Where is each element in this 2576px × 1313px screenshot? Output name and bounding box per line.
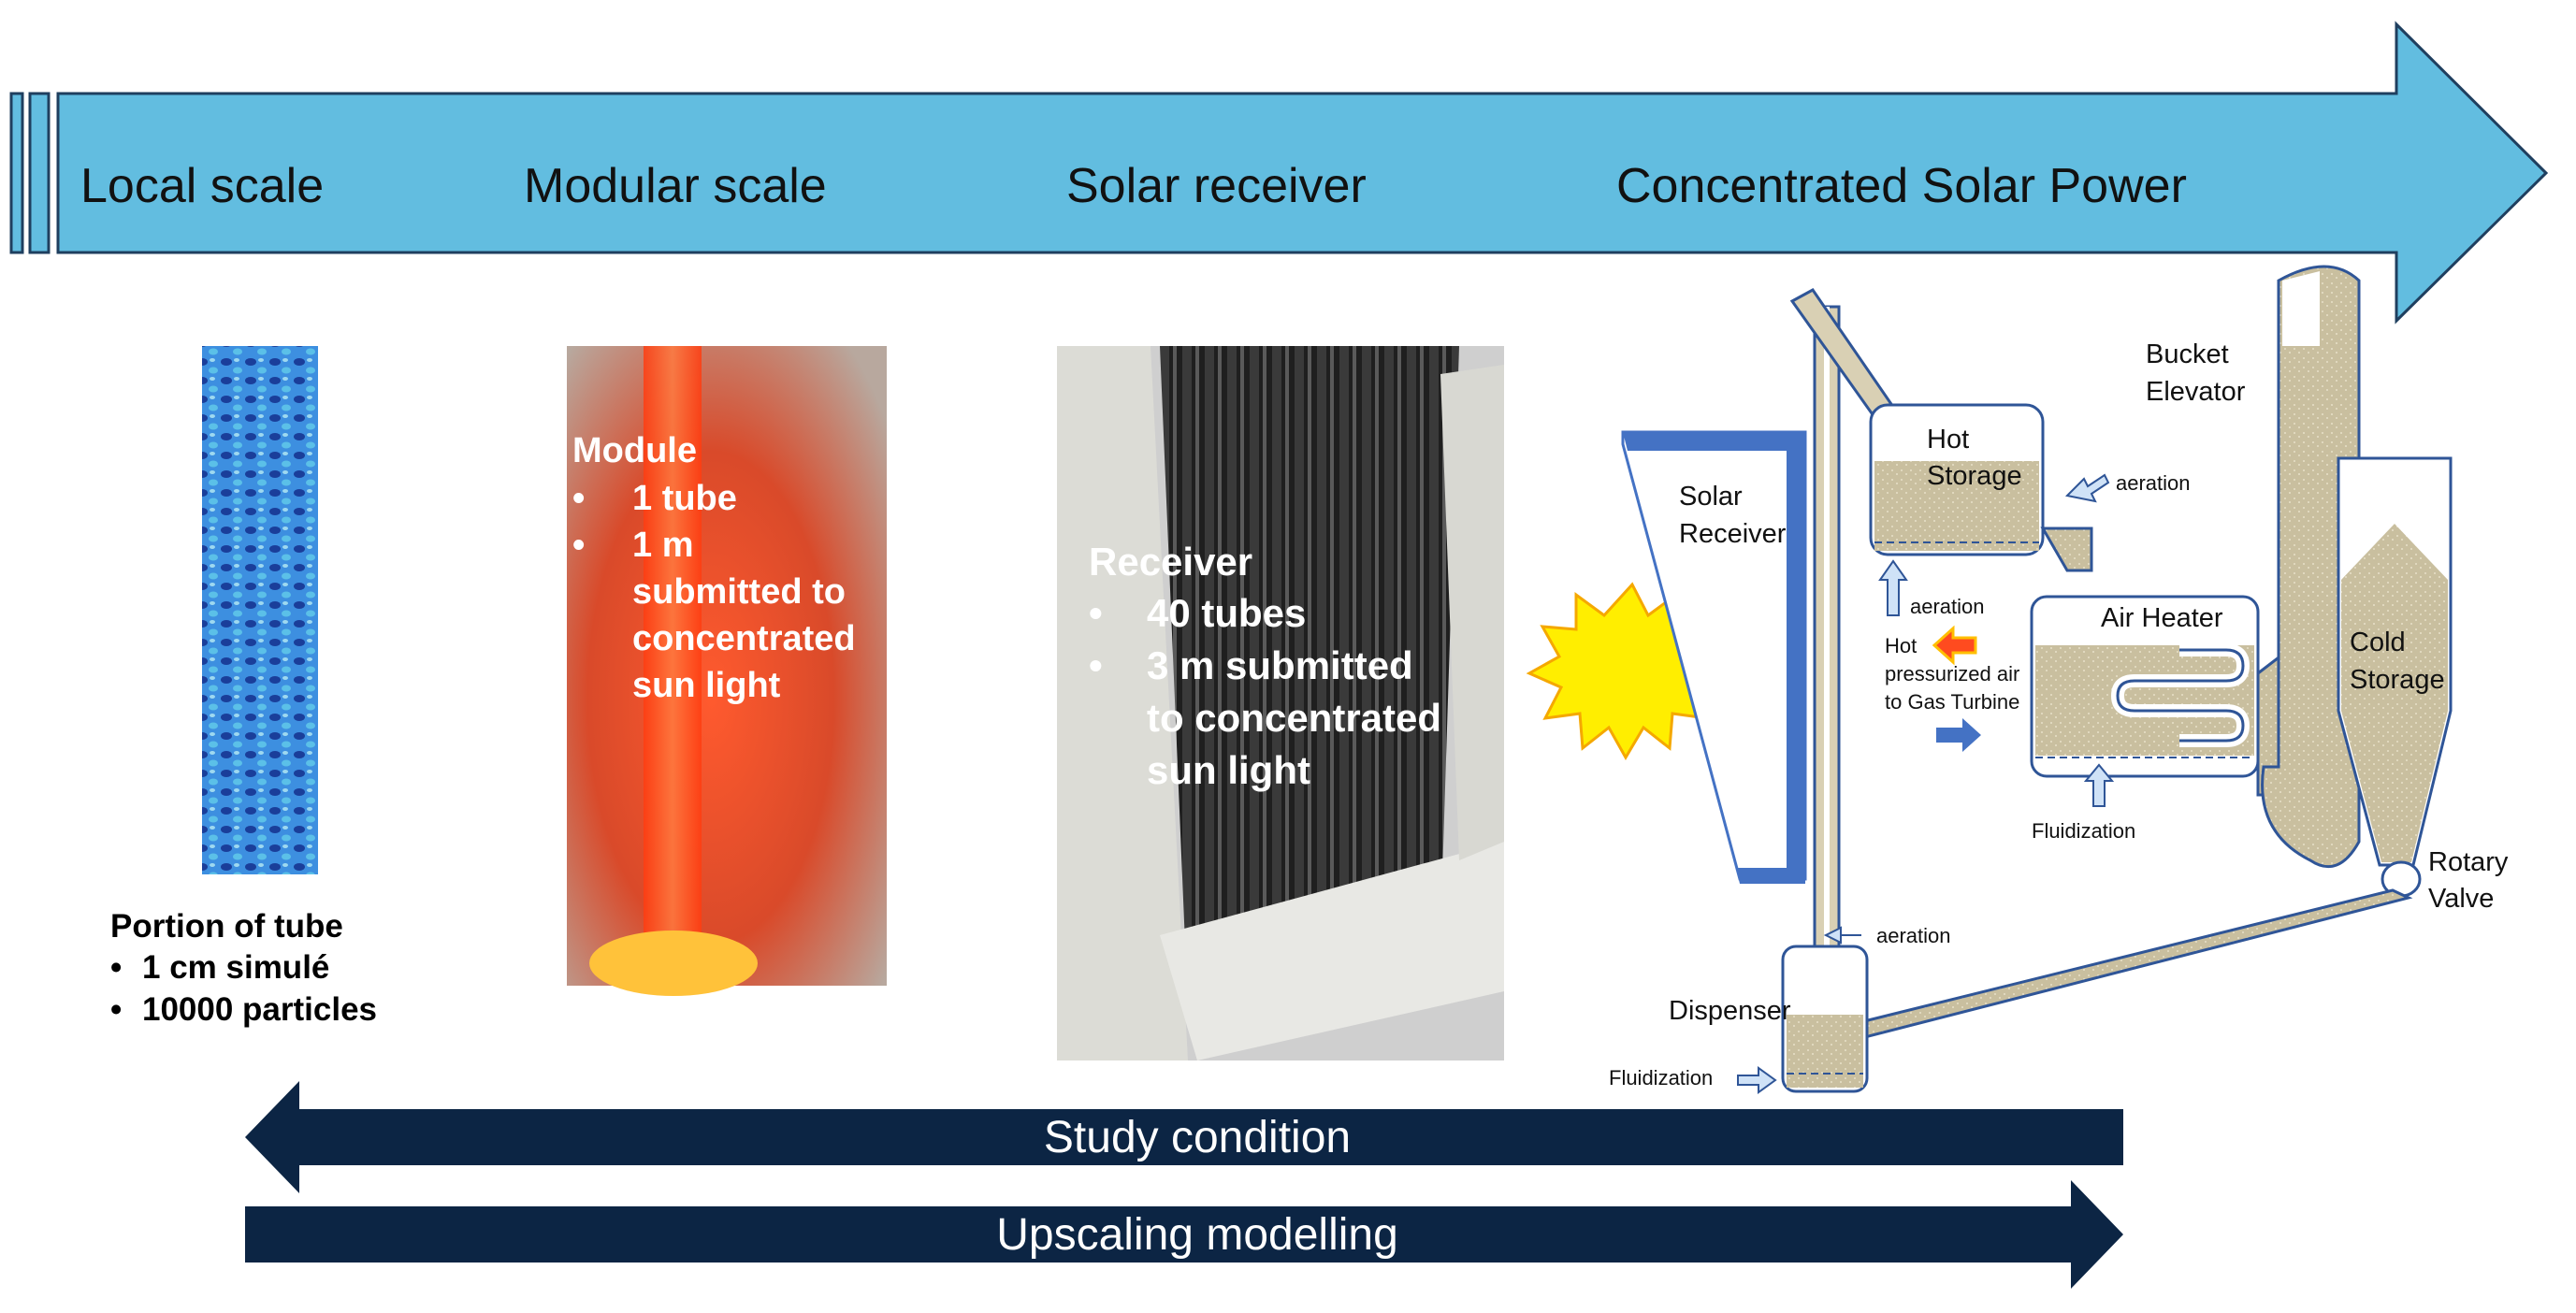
label-cold-storage-1: Cold	[2350, 628, 2406, 657]
label-aeration-dispenser: aeration	[1876, 924, 1951, 947]
module-item-2-line-2: submitted to	[632, 572, 846, 612]
label-rotary-valve-2: Valve	[2428, 884, 2494, 914]
module-photo	[567, 346, 887, 996]
receiver-photo	[1057, 346, 1504, 1060]
label-solar-receiver-1: Solar	[1679, 482, 1743, 512]
label-hot-air-2: pressurized air	[1885, 662, 2019, 685]
label-hot-storage-2: Storage	[1927, 461, 2022, 491]
receiver-item-2-line-2: to concentrated	[1147, 696, 1441, 740]
label-aeration-mid: aeration	[1910, 595, 1985, 618]
scale-label-csp: Concentrated Solar Power	[1616, 159, 2187, 213]
module-title: Module	[572, 431, 697, 470]
csp-diagram	[1526, 265, 2453, 1094]
module-item-2-line-3: concentrated	[632, 619, 856, 658]
receiver-item-2-line-3: sun light	[1147, 748, 1310, 792]
label-rotary-valve-1: Rotary	[2428, 847, 2509, 877]
scale-label-receiver: Solar receiver	[1066, 159, 1367, 213]
fluidization-dispenser-arrow	[1737, 1066, 1777, 1094]
scale-label-local: Local scale	[80, 159, 324, 213]
local-caption-title: Portion of tube	[110, 908, 343, 945]
module-bullet-2: •	[572, 526, 585, 565]
scale-label-modular: Modular scale	[524, 159, 827, 213]
aeration-dispenser-arrow	[1823, 926, 1861, 945]
local-caption-bullet-1: •	[110, 949, 122, 986]
receiver-bullet-1: •	[1089, 591, 1103, 635]
module-item-2-line-4: sun light	[632, 666, 781, 705]
label-hot-air-3: to Gas Turbine	[1885, 690, 2019, 714]
air-inlet-arrow	[1936, 718, 1981, 752]
label-air-heater: Air Heater	[2101, 603, 2223, 633]
label-cold-storage-2: Storage	[2350, 665, 2445, 695]
label-bucket-elevator-1: Bucket	[2146, 339, 2229, 369]
local-caption-bullet-2: •	[110, 991, 122, 1028]
fluidization-heater-arrow	[2083, 763, 2115, 807]
label-bucket-elevator-2: Elevator	[2146, 377, 2246, 407]
label-fluidization-heater: Fluidization	[2032, 819, 2135, 843]
receiver-item-2-line-1: 3 m submitted	[1147, 643, 1413, 687]
module-bullet-1: •	[572, 479, 585, 518]
module-item-2-line-1: 1 m	[632, 526, 693, 565]
label-hot-air-1: Hot	[1885, 634, 1917, 657]
hot-air-arrow	[1932, 625, 1977, 666]
study-condition-arrow	[245, 1081, 2123, 1193]
local-caption-item-1: 1 cm simulé	[142, 949, 329, 986]
bucket-elevator	[2261, 265, 2361, 869]
label-solar-receiver-2: Receiver	[1679, 519, 1787, 549]
local-caption-item-2: 10000 particles	[142, 991, 377, 1028]
study-condition-label: Study condition	[1044, 1113, 1351, 1162]
top-scale-arrow	[9, 21, 2549, 325]
module-item-1-line-1: 1 tube	[632, 479, 737, 518]
aeration-mid-arrow	[1878, 559, 1908, 616]
label-hot-storage-1: Hot	[1927, 425, 1969, 454]
local-tube-image	[202, 346, 318, 874]
receiver-title: Receiver	[1089, 540, 1252, 584]
upscaling-modelling-arrow	[245, 1180, 2123, 1289]
label-aeration-hot: aeration	[2116, 471, 2191, 495]
label-fluidization-dispenser: Fluidization	[1609, 1066, 1713, 1089]
receiver-bullet-2: •	[1089, 643, 1103, 687]
label-dispenser: Dispenser	[1669, 996, 1791, 1026]
upscaling-modelling-label: Upscaling modelling	[996, 1210, 1398, 1260]
receiver-item-1-line-1: 40 tubes	[1147, 591, 1306, 635]
aeration-hot-arrow	[2064, 473, 2110, 503]
